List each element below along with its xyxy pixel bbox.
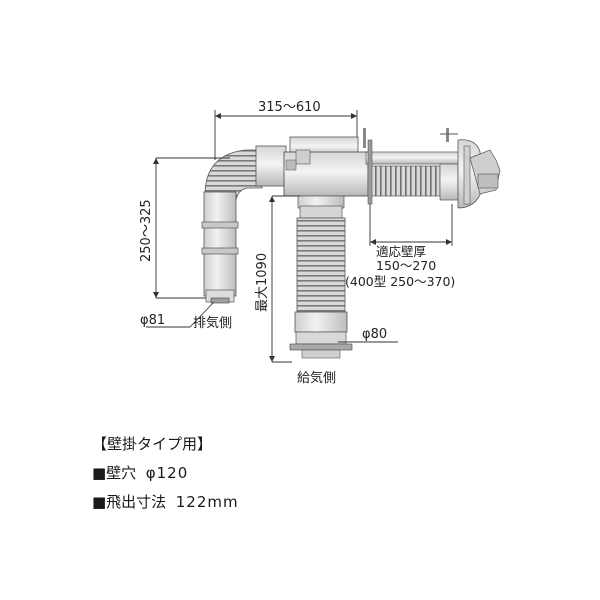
exhaust-pipe (201, 145, 287, 304)
wall-hole-label: ■壁穴 (92, 464, 137, 482)
intake-diameter-label: φ80 (362, 327, 387, 342)
horizontal-length-label: 315～610 (258, 100, 321, 115)
wall-thickness-range: 150～270 (376, 258, 436, 273)
spec-block: 【壁掛タイプ用】 ■壁穴 φ120 ■飛出寸法 122mm (92, 430, 239, 517)
protrusion-value: 122mm (175, 493, 239, 511)
horizontal-duct (363, 128, 501, 209)
dimension-arrows (153, 113, 452, 362)
max-length-label: 最大1090 (255, 253, 270, 312)
dimension-lines (146, 110, 453, 363)
wall-thickness-title: 適応壁厚 (376, 244, 426, 259)
exhaust-diameter-label: φ81 (140, 313, 165, 328)
wall-hole-value: φ120 (145, 464, 189, 482)
intake-side-label: 給気側 (297, 370, 336, 386)
exhaust-side-label: 排気側 (193, 315, 232, 331)
spec-heading: 【壁掛タイプ用】 (92, 435, 213, 453)
intake-pipe (289, 195, 353, 359)
wall-hole-row: ■壁穴 φ120 (92, 459, 239, 488)
junction-box (283, 136, 369, 197)
vertical-height-label: 250～325 (139, 199, 154, 262)
protrusion-row: ■飛出寸法 122mm (92, 488, 239, 517)
protrusion-label: ■飛出寸法 (92, 493, 167, 511)
wall-thickness-400: (400型 250～370) (345, 274, 455, 289)
